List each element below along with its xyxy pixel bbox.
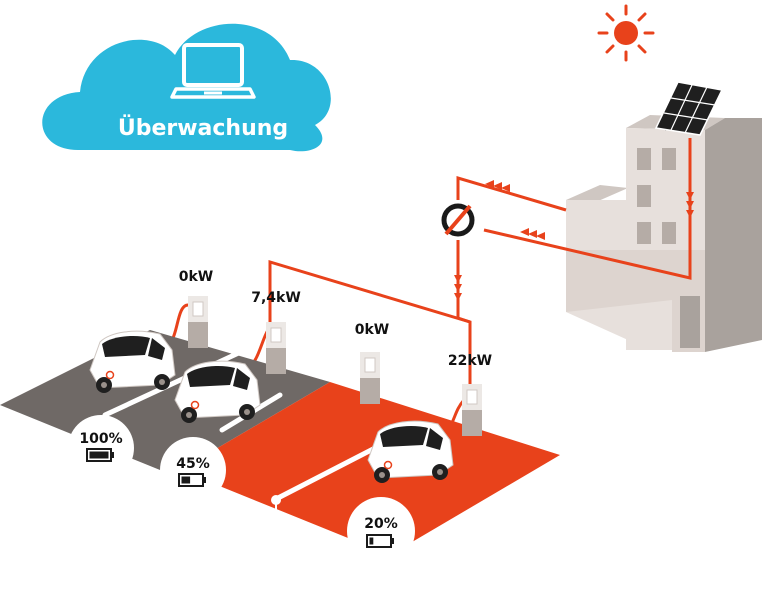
cloud-title: Überwachung	[118, 115, 288, 141]
charger-2-power: 7,4kW	[251, 290, 301, 306]
charger-icon-3	[360, 352, 380, 404]
charger-1-power: 0kW	[179, 269, 214, 285]
charger-icon-2	[266, 322, 286, 374]
flow-arrows	[454, 180, 694, 301]
charger-icon-4	[462, 384, 482, 436]
battery-2-percent: 45%	[176, 456, 210, 472]
battery-badge-3: 20%	[347, 497, 415, 565]
car-icon-2	[174, 360, 261, 423]
charger-4-power: 22kW	[448, 353, 492, 369]
car-icon-1	[89, 330, 176, 393]
building-icon	[566, 115, 762, 352]
car-icon-3	[367, 420, 454, 483]
battery-badge-1: 100%	[68, 415, 134, 481]
battery-icon-3	[366, 534, 394, 548]
sun-icon	[597, 4, 655, 62]
battery-icon-1	[86, 448, 114, 462]
charger-3-power: 0kW	[355, 322, 390, 338]
battery-icon-2	[178, 473, 206, 487]
monitoring-cloud: Überwachung	[42, 23, 331, 152]
charger-icon-1	[188, 296, 208, 348]
battery-1-percent: 100%	[79, 431, 122, 447]
meter-icon	[441, 203, 475, 237]
battery-badge-2: 45%	[160, 437, 226, 503]
battery-3-percent: 20%	[364, 516, 398, 532]
laptop-icon	[170, 43, 256, 99]
solar-panel-icon	[654, 81, 724, 136]
